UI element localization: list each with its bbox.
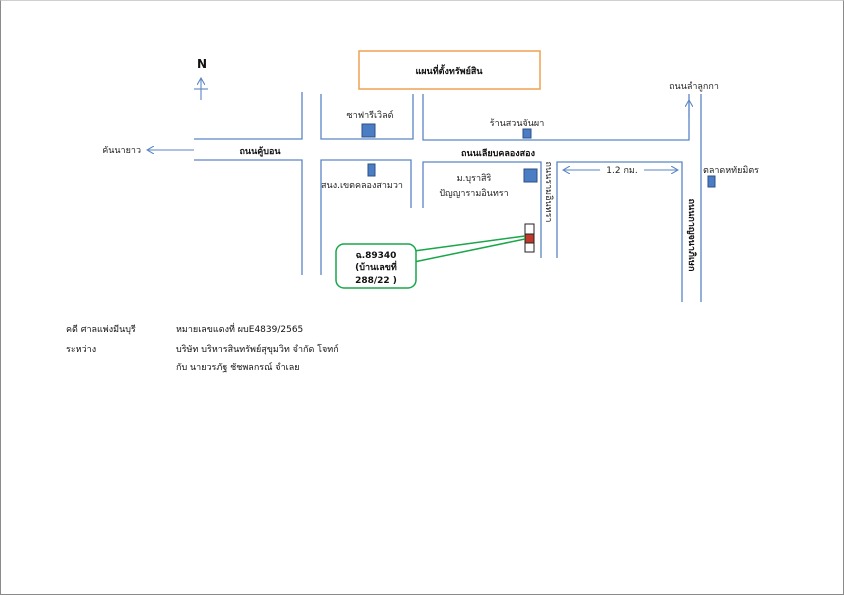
destination-lam-luk-ka: ถนนลำลูกกา	[669, 81, 719, 92]
subject-callout-line2: (บ้านเลขที่	[355, 260, 397, 273]
road-label-khu-bon: ถนนคู้บอน	[239, 146, 281, 157]
subject-plot-marker	[524, 233, 535, 244]
case-between-label: ระหว่าง	[66, 345, 97, 355]
plot-lower	[524, 242, 535, 253]
subject-callout-line3: 288/22 )	[355, 276, 397, 286]
road-ram-intra-segment	[556, 161, 683, 302]
map-title: แผนที่ตั้งทรัพย์สิน	[415, 64, 483, 77]
building-icon-talat	[707, 175, 716, 188]
road-khu-bon-lower	[194, 159, 303, 275]
road-block-safari	[320, 94, 414, 140]
subject-callout-line1: ฉ.89340	[356, 251, 397, 261]
case-defendant: กับ นายวรภัฐ ชัชพลกรณ์ จำเลย	[176, 363, 300, 373]
north-label: N	[197, 57, 207, 71]
distance-label: 1.2 กม.	[606, 166, 637, 176]
subject-callout-pointer	[413, 235, 526, 263]
road-liap-khlong-song-lower	[422, 161, 542, 258]
road-label-ram-intra: ถนนรามอินทรา	[543, 162, 554, 223]
landmark-label-mu-ban-line2: ปัญญารามอินทรา	[439, 188, 508, 199]
building-icon-district-office	[367, 163, 376, 177]
road-central-lower	[320, 159, 412, 275]
subject-callout-box	[335, 243, 417, 289]
destination-khan-na-yao: คันนายาว	[102, 146, 141, 156]
building-icon-mu-ban	[523, 168, 538, 183]
landmark-label-district-office: สนง.เขตคลองสามวา	[321, 181, 403, 191]
landmark-label-mu-ban: ม.บุราสิริ	[457, 173, 492, 184]
road-label-kanchanaphisek: ถนนกาญจนาภิเษก	[686, 199, 697, 272]
landmark-label-talat: ตลาดหทัยมิตร	[703, 165, 759, 176]
building-icon-safari-world	[361, 123, 376, 138]
building-icon-ran-suan-chan-pha	[522, 128, 532, 139]
case-court-label: คดี ศาลแพ่งมีนบุรี	[66, 325, 136, 335]
road-liap-khlong-song-upper	[422, 94, 690, 141]
north-arrow-icon	[194, 78, 208, 100]
case-number-label: หมายเลขแดงที่ ผบE4839/2565	[176, 325, 304, 335]
landmark-label-safari-world: ซาฟารีเวิลด์	[347, 109, 394, 121]
case-plaintiff: บริษัท บริหารสินทรัพย์สุขุมวิท จำกัด โจท…	[176, 345, 339, 355]
map-title-box	[358, 50, 541, 90]
road-label-liap-khlong-song: ถนนเลียบคลองสอง	[461, 148, 535, 159]
landmark-label-ran-suan-chan-pha: ร้านสวนจันผา	[490, 118, 545, 129]
plot-upper	[524, 223, 535, 235]
road-network	[194, 92, 702, 302]
road-khu-bon-upper	[194, 92, 303, 140]
